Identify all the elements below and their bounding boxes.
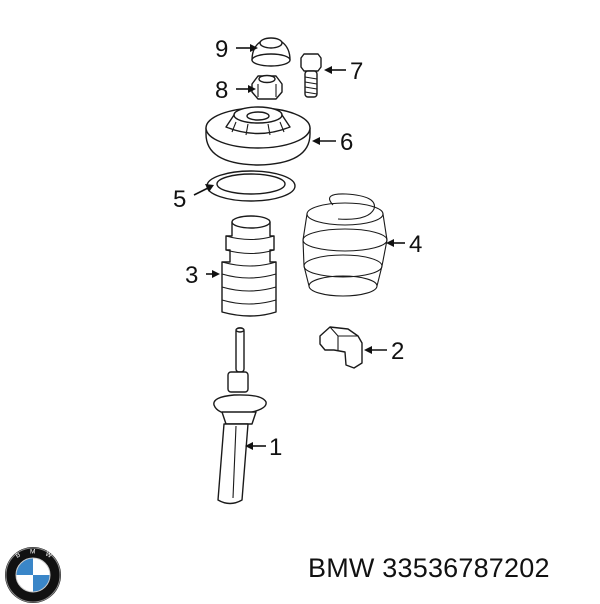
svg-text:B: B (15, 551, 22, 559)
part-3-bump-stop (221, 215, 277, 317)
callout-1: 1 (269, 434, 282, 461)
callout-8: 8 (215, 77, 228, 104)
part-4-coil-spring (302, 193, 388, 297)
part-7-bolt (300, 53, 322, 98)
part-1-strut (213, 327, 267, 505)
callout-2: 2 (391, 338, 404, 365)
part-caption: BMW 33536787202 (308, 553, 550, 584)
brand-name: BMW (308, 553, 375, 583)
callout-7: 7 (350, 58, 363, 85)
bmw-logo: B M W (5, 547, 61, 603)
part-8-nut (251, 74, 283, 100)
part-5-spring-pad (206, 170, 296, 202)
svg-text:M: M (30, 549, 35, 556)
part-number: 33536787202 (382, 553, 550, 583)
callout-5: 5 (173, 186, 186, 213)
callout-6: 6 (340, 129, 353, 156)
svg-text:W: W (44, 551, 54, 561)
callout-4: 4 (409, 231, 422, 258)
callout-9: 9 (215, 36, 228, 63)
part-2-bracket (319, 326, 363, 369)
part-9-dust-cap (251, 37, 291, 67)
part-6-strut-mount (205, 106, 311, 166)
leader-lines (193, 44, 405, 450)
callout-3: 3 (185, 262, 198, 289)
